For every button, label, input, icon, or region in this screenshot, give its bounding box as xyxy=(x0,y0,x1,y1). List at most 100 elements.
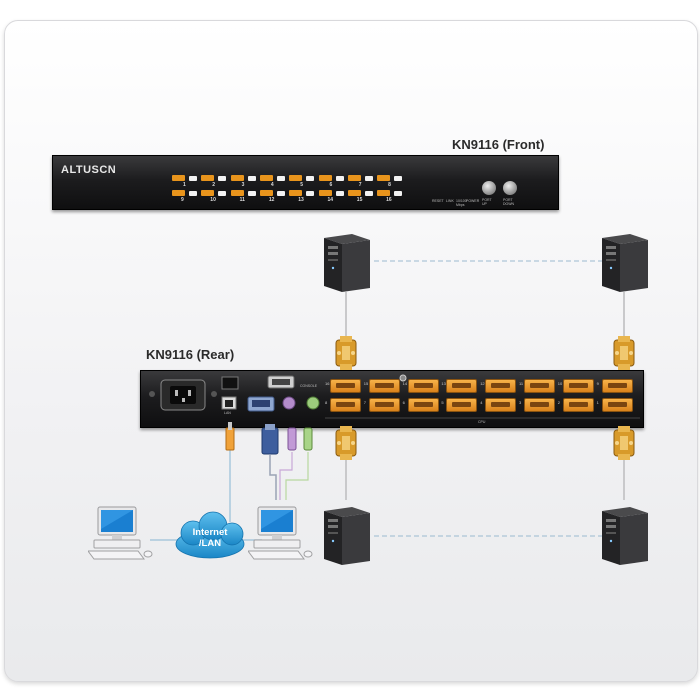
cloud-label-1: Internet xyxy=(192,527,228,538)
rear-cpu-port-6[interactable] xyxy=(407,398,439,412)
front-port-button-10[interactable] xyxy=(218,191,227,196)
front-port-button-12[interactable] xyxy=(276,191,285,196)
computer-tower-icon xyxy=(324,234,370,292)
front-port-button-8[interactable] xyxy=(394,176,403,181)
rear-cpu-port-socket xyxy=(413,402,433,407)
vga-cable-connector xyxy=(335,336,357,370)
rear-cpu-port-7[interactable] xyxy=(368,398,400,412)
front-port-button-14[interactable] xyxy=(335,191,344,196)
port-down-button[interactable] xyxy=(503,181,517,195)
rear-cpu-port-socket xyxy=(568,402,588,407)
front-port-button-15[interactable] xyxy=(364,191,373,196)
front-port-led-2 xyxy=(201,175,215,181)
computer-tower-icon xyxy=(602,234,648,292)
rear-port-label-2: 2 xyxy=(557,400,561,405)
port-down-label: PORT DOWN xyxy=(503,198,515,206)
rear-cpu-port-socket xyxy=(607,402,627,407)
rear-port-label-13: 13 xyxy=(441,381,446,386)
front-port-label-8: 8 xyxy=(388,182,391,188)
front-port-button-11[interactable] xyxy=(247,191,256,196)
rear-cpu-port-15[interactable] xyxy=(368,379,400,393)
front-port-button-1[interactable] xyxy=(189,176,197,181)
front-port-label-6: 6 xyxy=(329,182,333,188)
front-port-button-13[interactable] xyxy=(306,191,315,196)
rear-port-label-1: 1 xyxy=(596,400,599,405)
front-port-led-9 xyxy=(172,190,185,196)
front-port-label-5: 5 xyxy=(300,182,303,188)
indicator-reset: RESET xyxy=(432,199,444,203)
front-port-led-12 xyxy=(259,190,273,196)
front-port-led-7 xyxy=(347,175,361,181)
rear-port-label-3: 3 xyxy=(519,400,522,405)
rear-cpu-port-2[interactable] xyxy=(562,398,594,412)
port-up-button[interactable] xyxy=(482,181,496,195)
vga-cable-connector xyxy=(613,336,635,370)
desktop-computer-icon xyxy=(88,506,153,560)
front-port-led-14 xyxy=(318,190,332,196)
front-port-label-4: 4 xyxy=(270,182,274,188)
rear-cpu-port-4[interactable] xyxy=(485,398,517,412)
rear-port-label-8: 8 xyxy=(325,400,328,405)
rear-port-label-4: 4 xyxy=(480,400,483,405)
rear-cpu-port-socket xyxy=(336,383,355,388)
rear-cpu-port-socket xyxy=(568,383,588,388)
rear-cpu-port-socket xyxy=(374,402,394,407)
cloud-label-2: /LAN xyxy=(198,538,222,549)
front-port-button-4[interactable] xyxy=(276,176,285,181)
front-port-button-2[interactable] xyxy=(218,176,227,181)
front-port-led-11 xyxy=(230,190,244,196)
front-title: KN9116 (Front) xyxy=(452,137,545,152)
rear-cpu-port-8[interactable] xyxy=(330,398,361,412)
rear-cpu-port-socket xyxy=(452,402,472,407)
front-port-label-7: 7 xyxy=(358,182,362,188)
front-port-button-6[interactable] xyxy=(335,176,344,181)
front-port-led-16 xyxy=(377,190,391,196)
front-port-label-15: 15 xyxy=(356,197,363,203)
front-port-button-5[interactable] xyxy=(306,176,315,181)
rear-cpu-port-socket xyxy=(491,402,511,407)
rear-cpu-port-socket xyxy=(530,402,549,407)
rear-cpu-port-socket xyxy=(452,383,472,388)
rear-cpu-port-1[interactable] xyxy=(601,398,633,412)
front-port-button-16[interactable] xyxy=(394,191,403,196)
rear-cpu-port-10[interactable] xyxy=(562,379,594,393)
rear-port-label-9: 9 xyxy=(596,381,599,386)
front-port-label-12: 12 xyxy=(268,197,275,203)
rear-cpu-port-13[interactable] xyxy=(446,379,478,393)
front-port-led-8 xyxy=(377,175,391,181)
computer-tower-icon xyxy=(324,507,370,565)
rear-cpu-port-12[interactable] xyxy=(485,379,517,393)
rear-port-label-11: 11 xyxy=(519,381,524,386)
front-port-led-10 xyxy=(201,190,215,196)
front-port-label-2: 2 xyxy=(212,182,216,188)
front-port-led-4 xyxy=(259,175,273,181)
rear-port-label-6: 6 xyxy=(402,400,405,405)
rear-port-label-15: 15 xyxy=(363,381,369,386)
rear-cpu-port-9[interactable] xyxy=(601,379,633,393)
rear-cpu-port-3[interactable] xyxy=(524,398,555,412)
rear-cpu-port-5[interactable] xyxy=(446,398,478,412)
rear-cpu-port-14[interactable] xyxy=(407,379,439,393)
front-port-led-1 xyxy=(172,175,185,181)
rear-cpu-port-socket xyxy=(336,402,355,407)
front-port-button-7[interactable] xyxy=(364,176,373,181)
rear-port-label-10: 10 xyxy=(557,381,563,386)
rear-port-label-14: 14 xyxy=(402,381,408,386)
front-port-button-9[interactable] xyxy=(189,191,197,196)
desktop-computer-icon xyxy=(248,506,313,560)
rear-title: KN9116 (Rear) xyxy=(146,347,235,362)
rear-port-label-7: 7 xyxy=(363,400,367,405)
front-port-button-3[interactable] xyxy=(247,176,256,181)
console-label: CONSOLE xyxy=(300,384,318,388)
rear-cpu-port-11[interactable] xyxy=(524,379,555,393)
front-port-label-13: 13 xyxy=(298,197,304,203)
rear-cpu-port-16[interactable] xyxy=(330,379,361,393)
front-port-label-3: 3 xyxy=(241,182,245,188)
rear-cpu-port-socket xyxy=(374,383,394,388)
rear-port-label-12: 12 xyxy=(480,381,485,386)
port-up-label: PORT UP xyxy=(482,198,492,206)
